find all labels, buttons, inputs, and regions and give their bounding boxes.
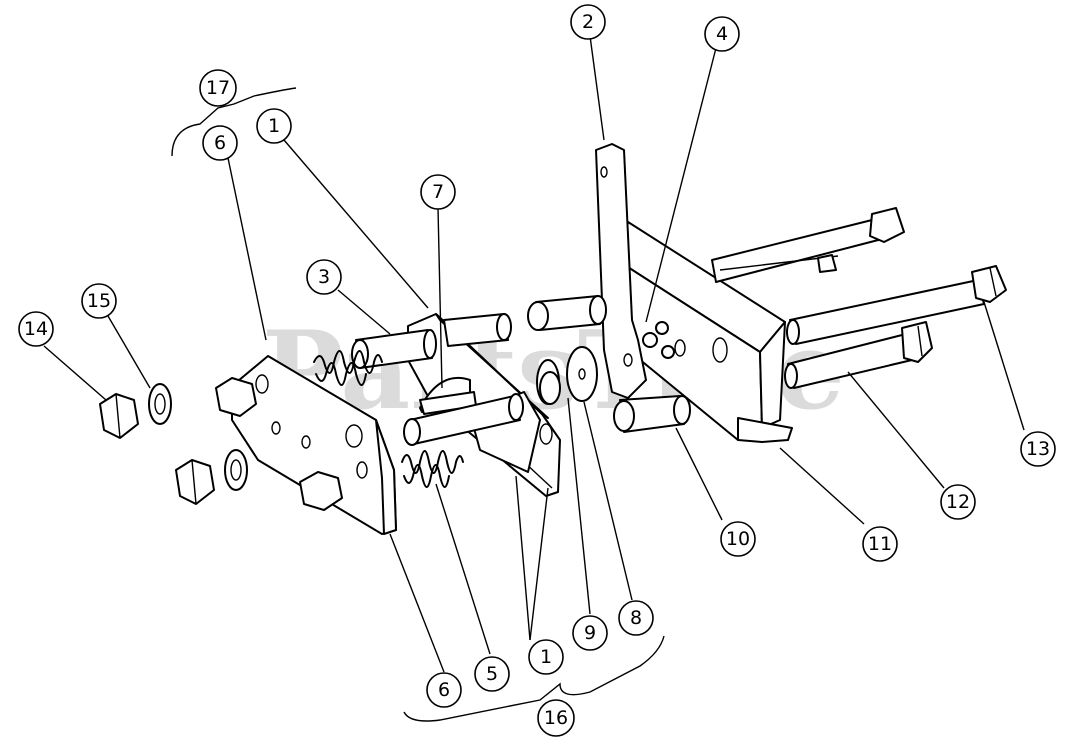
callout-14-label: 14 (24, 318, 48, 340)
callout-5-label: 5 (486, 663, 498, 685)
callout-4: 4 (704, 16, 740, 52)
callout-4-label: 4 (716, 23, 728, 45)
callout-9: 9 (572, 615, 608, 651)
callout-15-label: 15 (87, 290, 111, 312)
callout-12: 12 (940, 484, 976, 520)
part-bolt-upper (711, 207, 905, 283)
callout-11-label: 11 (868, 533, 892, 555)
callout-16: 17 (199, 69, 237, 107)
part-bolt-12 (784, 321, 933, 389)
callout-7-label: 7 (432, 181, 444, 203)
leader-lines (43, 35, 1025, 673)
callout-13-label: 13 (1026, 438, 1050, 460)
part-washer-lower (224, 449, 248, 491)
callout-10-label: 10 (726, 528, 750, 550)
callout-7: 7 (420, 174, 456, 210)
callout-6-top-label: 6 (214, 132, 226, 154)
part-washer-8 (566, 346, 598, 402)
part-nut-14 (99, 393, 139, 439)
callout-8: 8 (618, 600, 654, 636)
part-nut-lower (175, 459, 215, 505)
callout-14: 14 (18, 311, 54, 347)
part-spring-upper (313, 350, 383, 386)
part-plate-1 (351, 313, 561, 497)
callout-9-label: 9 (584, 622, 596, 644)
callout-13: 13 (1020, 431, 1056, 467)
bracket-17 (403, 635, 665, 722)
part-washer-9 (536, 359, 561, 405)
part-bolt-13 (786, 265, 1007, 345)
callout-6-bottom: 6 (426, 672, 462, 708)
part-spacer-10 (527, 295, 691, 433)
callout-1-top-label: 1 (268, 115, 280, 137)
callout-1-bottom: 1 (528, 639, 564, 675)
part-plate-6 (215, 355, 397, 535)
callout-15: 15 (81, 283, 117, 319)
part-lever-2 (595, 143, 647, 399)
callout-11: 11 (862, 526, 898, 562)
callout-1-top: 1 (256, 108, 292, 144)
callout-2: 2 (570, 4, 606, 40)
callout-10: 10 (720, 521, 756, 557)
callout-12-label: 12 (946, 491, 970, 513)
callout-17: 16 (537, 699, 575, 737)
callout-6-top: 6 (202, 125, 238, 161)
part-bracket-11 (619, 221, 793, 443)
callout-1-bottom-label: 1 (540, 646, 552, 668)
part-balls-4 (642, 321, 675, 359)
callout-2-label: 2 (582, 11, 594, 33)
callout-6-bottom-label: 6 (438, 679, 450, 701)
callout-17-label: 16 (544, 707, 568, 729)
part-spring-lower (401, 450, 464, 488)
part-washer-15 (148, 383, 172, 425)
bracket-16 (171, 87, 297, 157)
callout-3-label: 3 (318, 266, 330, 288)
callout-5: 5 (474, 656, 510, 692)
callout-3: 3 (306, 259, 342, 295)
callout-8-label: 8 (630, 607, 642, 629)
callout-16-label: 17 (206, 77, 230, 99)
